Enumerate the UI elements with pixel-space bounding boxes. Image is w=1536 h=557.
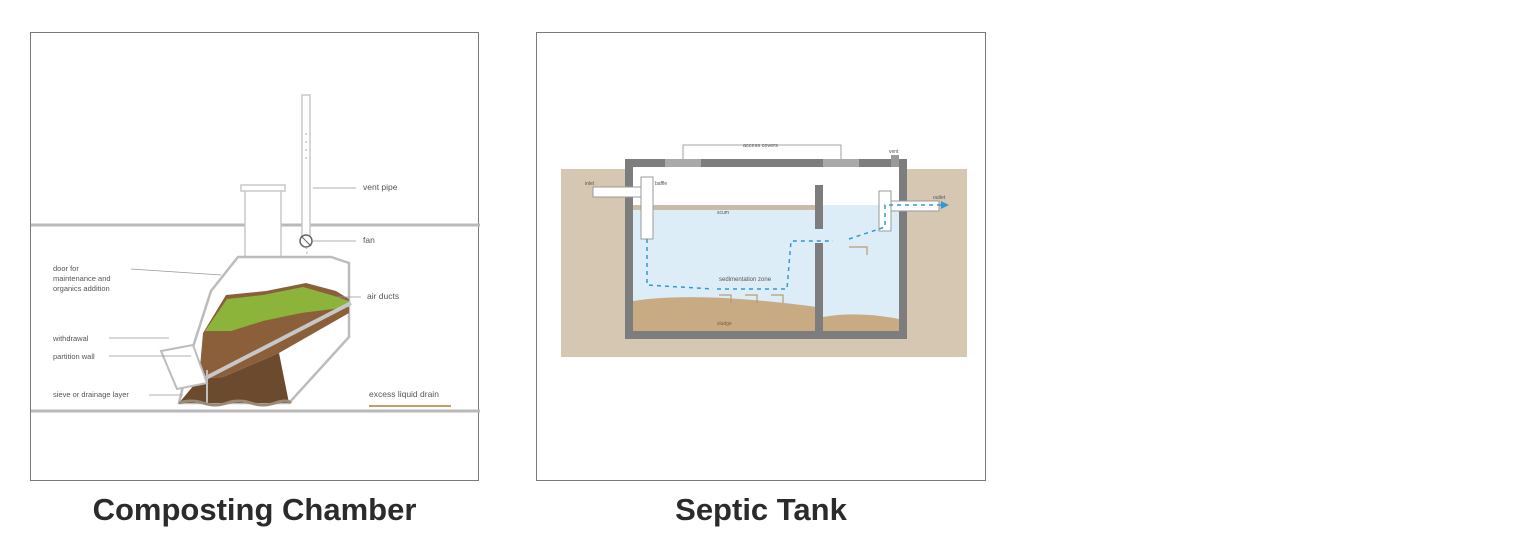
vent-pipe <box>301 94 311 241</box>
label-vent: vent <box>889 149 899 155</box>
label-sieve: sieve or drainage layer <box>53 390 129 399</box>
label-baffle: baffle <box>655 181 667 187</box>
vent-pipe <box>891 155 899 167</box>
label-air-ducts: air ducts <box>367 291 399 301</box>
particle-mark-2 <box>745 294 758 303</box>
label-door-line2: maintenance and <box>53 274 111 283</box>
access-covers-leader <box>682 144 842 159</box>
label-withdrawal: withdrawal <box>52 334 89 343</box>
chimney-cap <box>240 184 286 192</box>
sludge-layer-2 <box>823 314 899 331</box>
outlet-tee <box>878 190 892 232</box>
inlet-pipe <box>592 186 648 198</box>
label-inlet: inlet <box>585 181 595 187</box>
particle-mark-3 <box>771 294 784 303</box>
access-cover-1 <box>665 159 701 167</box>
label-sludge: sludge <box>717 321 732 327</box>
flow-path-3 <box>848 204 945 240</box>
composting-chamber-diagram-card: vent pipe fan door for maintenance and o… <box>30 32 480 481</box>
flow-path-1 <box>646 239 714 290</box>
label-sedimentation-zone: sedimentation zone <box>719 277 772 283</box>
sludge-layer-1 <box>633 297 817 331</box>
septic-tank-diagram-card: access covers vent inlet outlet scum baf… <box>536 32 986 481</box>
caption-septic-tank: Septic Tank <box>675 492 847 527</box>
air-duct-line <box>195 301 352 385</box>
chamber-chimney <box>244 188 282 260</box>
label-outlet: outlet <box>933 195 946 201</box>
label-scum: scum <box>717 210 729 216</box>
partition-wall <box>815 185 823 331</box>
label-partition-wall: partition wall <box>53 352 95 361</box>
outlet-arrow-head <box>941 201 949 209</box>
label-door-line3: organics addition <box>53 284 110 293</box>
drainage-layer <box>178 399 293 407</box>
fan-blade <box>300 235 312 247</box>
partition-opening <box>815 229 823 243</box>
caption-composting-chamber: Composting Chamber <box>92 492 417 527</box>
label-fan: fan <box>363 235 375 245</box>
scum-layer <box>633 205 815 210</box>
inlet-tee <box>640 176 654 240</box>
septic-tank-diagram: access covers vent inlet outlet scum baf… <box>561 143 967 357</box>
leader-door <box>130 268 222 276</box>
access-cover-2 <box>823 159 859 167</box>
label-access-covers: access covers <box>743 143 778 149</box>
label-door-line1: door for <box>53 264 79 273</box>
compost-green-layer <box>205 287 349 331</box>
label-vent-pipe: vent pipe <box>363 182 398 192</box>
flow-path-2 <box>717 240 833 290</box>
label-excess-drain: excess liquid drain <box>369 389 439 399</box>
particle-mark-1 <box>719 294 732 303</box>
particle-mark-4 <box>849 246 868 255</box>
composting-chamber-diagram: vent pipe fan door for maintenance and o… <box>31 94 480 413</box>
